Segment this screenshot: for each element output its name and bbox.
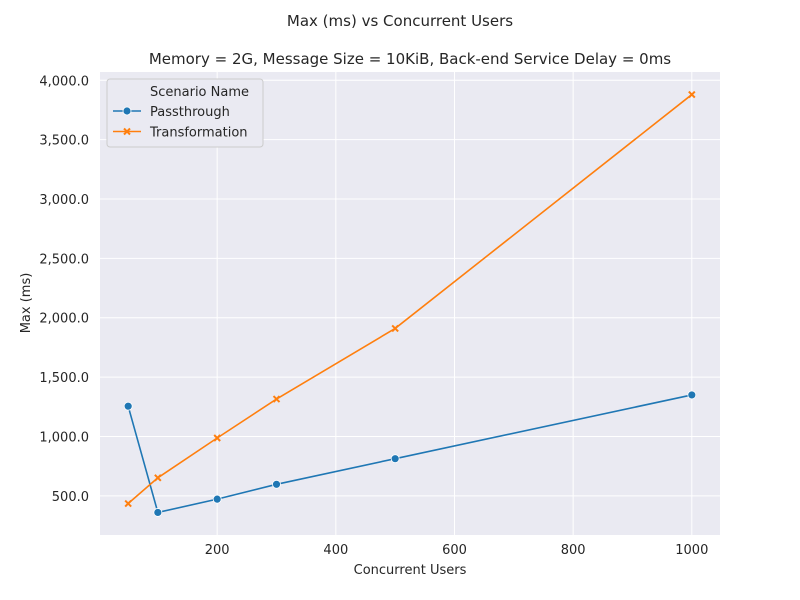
y-axis-label: Max (ms) [19, 273, 34, 334]
x-tick-label: 200 [205, 543, 230, 558]
legend-marker-transformation [123, 127, 131, 136]
x-tick-label: 1000 [675, 543, 708, 558]
y-tick-label: 1,000.0 [39, 430, 89, 445]
chart-suptitle: Max (ms) vs Concurrent Users [287, 12, 513, 30]
y-tick-label: 2,000.0 [39, 312, 89, 327]
legend-box [106, 78, 264, 148]
y-tick-label: 1,500.0 [39, 371, 89, 386]
legend-label-passthrough: Passthrough [150, 105, 230, 120]
data-point-transformation [154, 474, 162, 482]
legend-marker-passthrough [122, 106, 132, 116]
data-point-passthrough [212, 494, 222, 504]
legend-label-transformation: Transformation [149, 126, 248, 141]
legend-title: Scenario Name [150, 85, 249, 100]
y-tick-label: 4,000.0 [39, 74, 89, 89]
data-point-passthrough [687, 390, 697, 400]
y-tick-label: 3,500.0 [39, 134, 89, 149]
x-tick-label: 800 [561, 543, 586, 558]
data-point-passthrough [123, 401, 133, 411]
data-point-transformation [391, 324, 399, 333]
y-tick-label: 2,500.0 [39, 252, 89, 267]
data-point-passthrough [390, 454, 400, 464]
data-point-passthrough [272, 479, 281, 489]
series-line-passthrough [127, 394, 692, 514]
chart-title: Memory = 2G, Message Size = 10KiB, Back-… [149, 50, 671, 68]
y-tick-label: 500.0 [52, 490, 89, 505]
y-tick-label: 3,000.0 [39, 193, 89, 208]
plot-area [100, 72, 720, 535]
x-tick-label: 400 [323, 543, 348, 558]
series-line-transformation [127, 93, 693, 505]
tick-labels: 200 400 600 800 1000 500.0 1,000.0 1,500.0 2,000… [39, 74, 708, 558]
data-point-passthrough [153, 508, 163, 517]
data-point-transformation [688, 90, 696, 99]
data-point-transformation [124, 499, 132, 508]
x-tick-label: 600 [442, 543, 467, 558]
data-point-transformation [272, 395, 281, 403]
x-axis-label: Concurrent Users [354, 563, 467, 578]
series-layer [123, 90, 697, 517]
data-point-transformation [213, 434, 221, 442]
